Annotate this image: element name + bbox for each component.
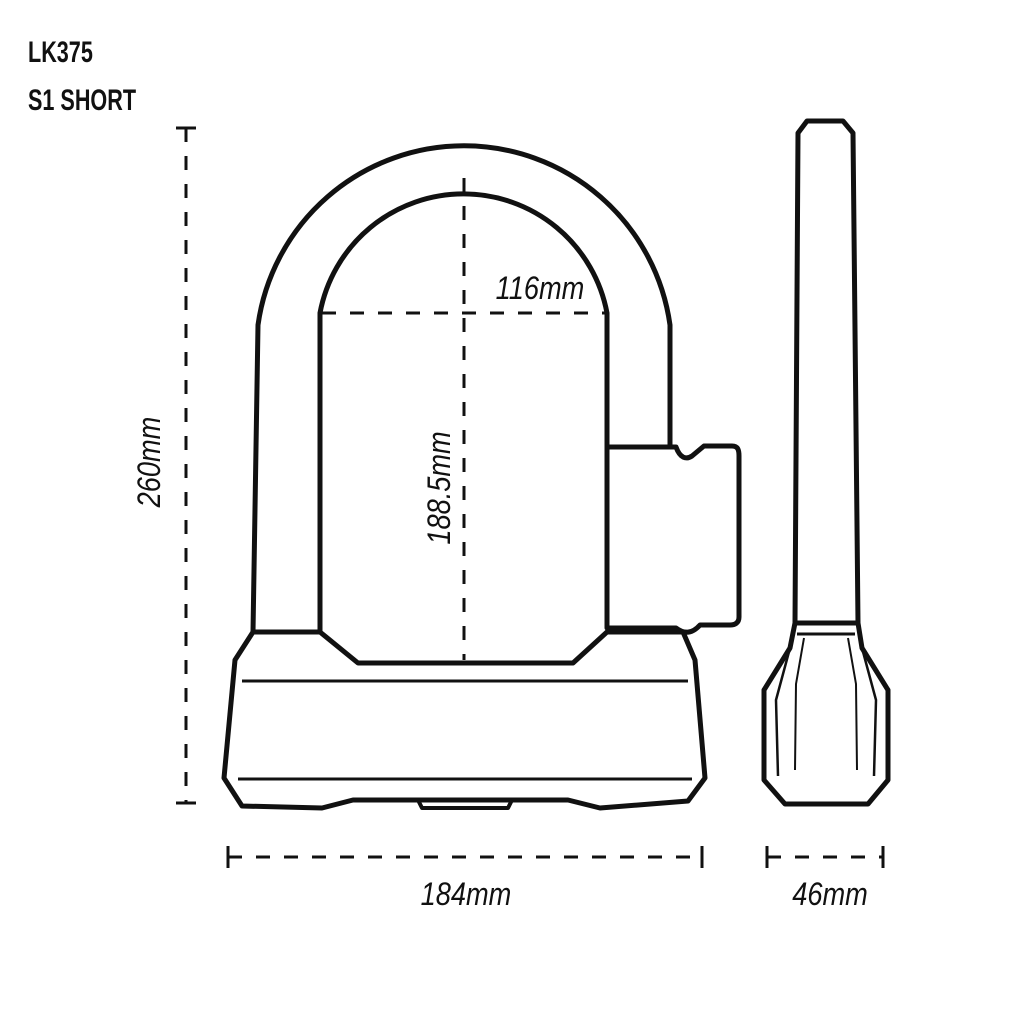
model-code-label: LK375 bbox=[28, 36, 93, 69]
total-height-label: 260mm bbox=[132, 417, 168, 509]
lock-side-view bbox=[761, 118, 891, 807]
inner-height-label: 188.5mm bbox=[422, 431, 458, 544]
total-width-label: 184mm bbox=[421, 877, 512, 913]
depth-label: 46mm bbox=[792, 877, 868, 913]
lock-head-front-view bbox=[604, 443, 742, 635]
inner-width-label: 116mm bbox=[496, 271, 585, 307]
lock-body-front-view bbox=[221, 629, 708, 811]
side-base-facet-right bbox=[860, 647, 878, 777]
side-base-outline bbox=[761, 620, 891, 807]
side-shaft-outline bbox=[792, 118, 861, 626]
shackle-outline bbox=[250, 143, 673, 633]
lock-head-outline bbox=[604, 443, 742, 635]
model-variant-label: S1 SHORT bbox=[28, 84, 137, 117]
keyhole-tab bbox=[416, 799, 514, 810]
side-base-facet-center bbox=[794, 637, 858, 771]
shackle-front-view bbox=[250, 143, 673, 633]
side-base-facet-left bbox=[774, 647, 792, 777]
dimension-lines bbox=[176, 126, 885, 868]
lock-body-outline bbox=[221, 629, 708, 811]
